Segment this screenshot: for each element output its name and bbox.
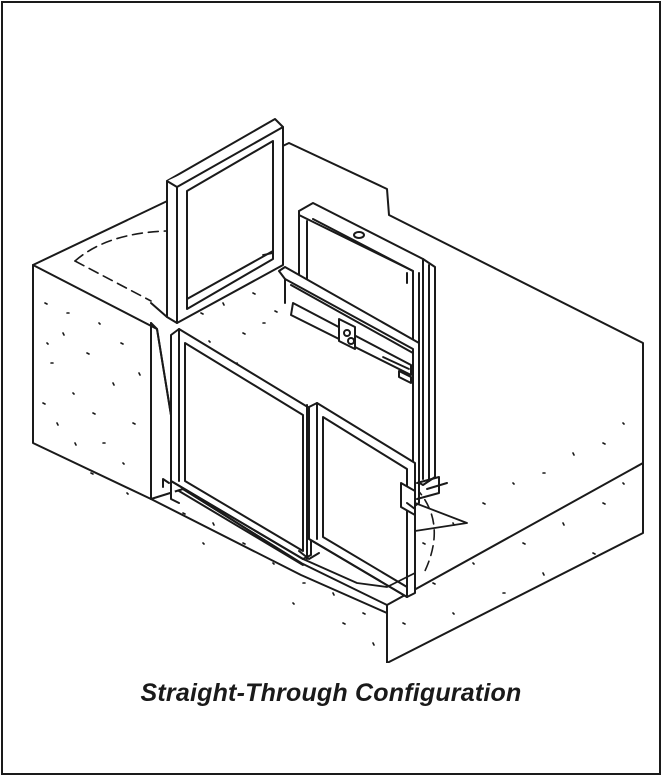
upper-gate bbox=[150, 118, 284, 324]
front-side-panel bbox=[170, 328, 312, 566]
threshold-plates bbox=[262, 252, 468, 588]
platform-back-wall bbox=[278, 266, 420, 508]
lift-tower bbox=[298, 202, 436, 486]
frame-posts bbox=[162, 404, 448, 560]
front-gate bbox=[308, 402, 416, 598]
lift-illustration bbox=[32, 118, 644, 663]
figure-caption: Straight-Through Configuration bbox=[140, 679, 522, 707]
door-swing-arcs bbox=[74, 230, 436, 576]
